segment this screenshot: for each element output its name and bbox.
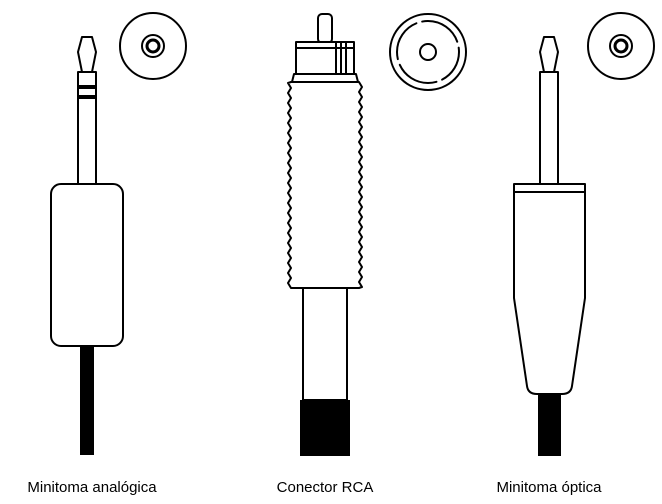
rca-neck bbox=[302, 287, 348, 401]
analog-minijack-plug-icon bbox=[50, 36, 124, 455]
analog-cable bbox=[80, 345, 94, 455]
caption-analog-minijack: Minitoma analógica bbox=[27, 479, 157, 496]
rca-pin bbox=[317, 13, 333, 44]
analog-ring-1 bbox=[78, 85, 96, 89]
optical-minijack-end-view-icon bbox=[587, 12, 655, 80]
analog-tip bbox=[77, 36, 97, 73]
rca-end-view-icon bbox=[389, 13, 467, 91]
analog-minijack-end-view-icon bbox=[119, 12, 187, 80]
optical-body bbox=[513, 191, 586, 395]
optical-collar bbox=[513, 183, 586, 193]
rca-collar bbox=[291, 73, 359, 83]
optical-tip bbox=[539, 36, 559, 73]
rca-cable bbox=[300, 400, 350, 456]
analog-ring-2 bbox=[78, 95, 96, 99]
optical-shaft bbox=[539, 71, 559, 185]
rca-plug-icon bbox=[287, 13, 363, 456]
optical-cable bbox=[538, 390, 561, 456]
caption-rca-connector: Conector RCA bbox=[276, 479, 374, 496]
optical-minijack-plug-icon bbox=[513, 36, 586, 456]
rca-knurled-grip bbox=[287, 81, 363, 289]
analog-body bbox=[50, 183, 124, 347]
caption-optical-minijack: Minitoma óptica bbox=[496, 479, 602, 496]
